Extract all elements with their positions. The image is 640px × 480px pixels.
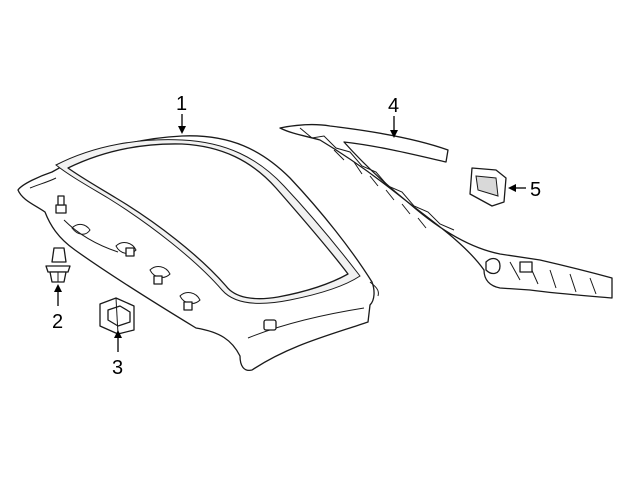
push-pin-fastener [45,247,71,283]
callout-2: 2 [52,311,63,333]
headliner-panel [17,135,379,372]
callout-4: 4 [388,95,399,117]
callout-3: 3 [112,357,123,379]
arrowhead-5 [508,184,516,192]
callout-1: 1 [176,93,187,115]
callout-leaders [54,114,526,352]
arrowhead-1 [178,126,186,134]
arrowhead-3 [114,330,122,338]
arrowhead-4 [390,130,398,138]
pillar-clip [469,167,507,207]
callout-5: 5 [530,179,541,201]
arrowhead-2 [54,284,62,292]
retainer-clip [99,297,135,335]
pillar-trim [279,124,613,299]
